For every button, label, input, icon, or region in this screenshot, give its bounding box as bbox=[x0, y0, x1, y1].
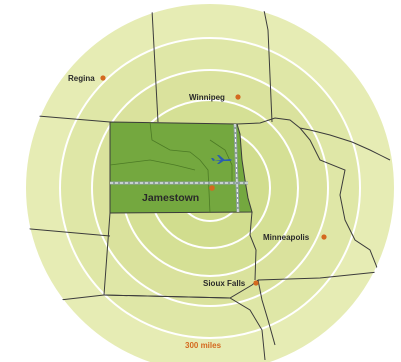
state-internal-lines bbox=[109, 121, 233, 214]
city-label-jamestown: Jamestown bbox=[142, 192, 199, 204]
city-label-minneapolis: Minneapolis bbox=[263, 233, 310, 242]
city-markers bbox=[100, 75, 327, 286]
highways bbox=[110, 123, 248, 213]
city-dot-winnipeg bbox=[235, 94, 241, 100]
city-label-regina: Regina bbox=[68, 74, 95, 83]
city-dot-regina bbox=[100, 75, 106, 81]
city-dot-sioux-falls bbox=[253, 280, 259, 286]
city-dot-jamestown bbox=[209, 185, 215, 191]
city-label-sioux-falls: Sioux Falls bbox=[203, 279, 246, 288]
airplane-icon bbox=[211, 155, 232, 164]
radius-label: 300 miles bbox=[185, 341, 222, 350]
city-label-winnipeg: Winnipeg bbox=[189, 93, 225, 102]
city-dot-minneapolis bbox=[321, 234, 327, 240]
